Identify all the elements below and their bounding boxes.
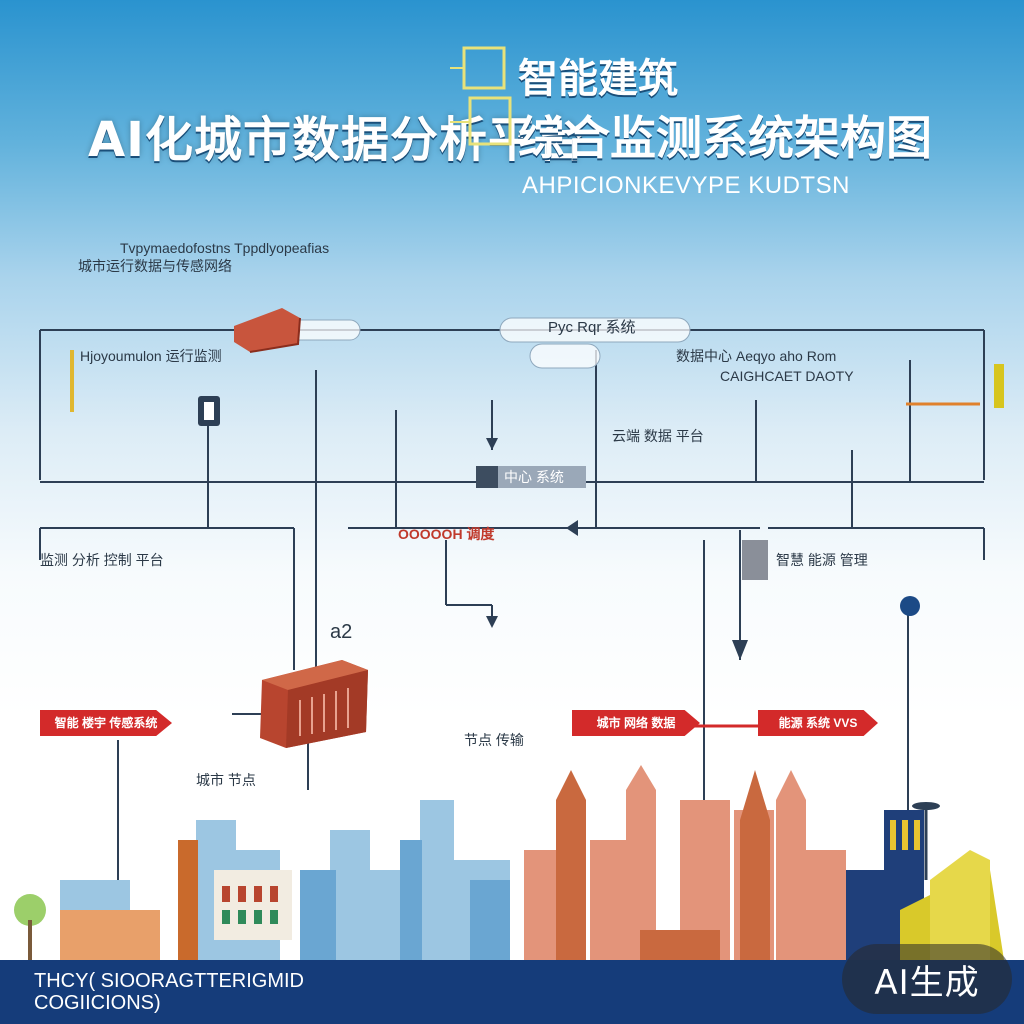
tag-center: 城市 网络 数据 xyxy=(572,710,700,736)
ground-label: 城市 节点 xyxy=(196,772,256,788)
top-note-1: Tvpymaedofostns Tppdlyopeafias xyxy=(120,240,330,256)
branch-left-label: 监测 分析 控制 平台 xyxy=(40,552,164,568)
footer-caption: THCY( SIOORAGTTERIGMID COGIICIONS) xyxy=(34,970,304,1014)
left-note: Hjoyoumulon 运行监测 xyxy=(80,348,222,364)
center-box-label: 中心 系统 xyxy=(504,469,564,485)
title-left: AI化城市数据分析平台 xyxy=(88,112,587,168)
tag-left: 智能 楼宇 传感系统 xyxy=(40,710,172,736)
subtitle: AHPICIONKEVYPE KUDTSN xyxy=(522,172,850,199)
branch-center-label: ОООООН 调度 xyxy=(398,526,495,542)
title-decoration-icon xyxy=(450,46,512,146)
right-note-1: 数据中心 Aeqyo aho Rom xyxy=(676,348,837,364)
title-right-line2: 综合监测系统架构图 xyxy=(518,111,932,165)
right-note-2: CAIGHCAET DAOTY xyxy=(720,368,854,384)
center-note: 云端 数据 平台 xyxy=(612,428,704,444)
server-device-icon xyxy=(260,660,368,748)
footer-line-1: THCY( SIOORAGTTERIGMID xyxy=(34,970,304,992)
title-right-line1: 智能建筑 xyxy=(518,56,678,102)
ai-generated-badge: AI生成 xyxy=(842,944,1012,1014)
city-skyline-illustration xyxy=(14,765,1004,960)
mid-small-label: 节点 传输 xyxy=(464,732,524,748)
tag-a2: a2 xyxy=(330,621,353,643)
footer-line-2: COGIICIONS) xyxy=(34,992,161,1014)
branch-right-label: 智慧 能源 管理 xyxy=(776,552,868,568)
top-note-2: 城市运行数据与传感网络 xyxy=(78,258,232,274)
mid-node-title: Pyc Rqr 系统 xyxy=(548,319,636,336)
tag-right: 能源 系统 VVS xyxy=(758,710,878,736)
